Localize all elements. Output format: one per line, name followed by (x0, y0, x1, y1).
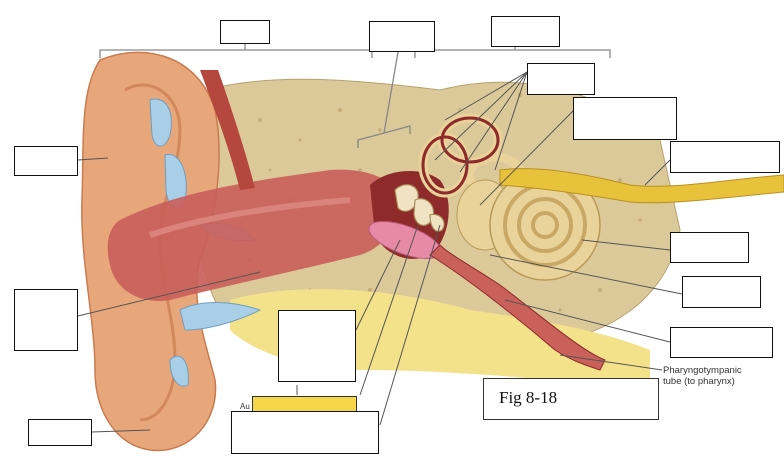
pharyngotympanic-label: Pharyngotympanic tube (to pharynx) (663, 365, 742, 387)
pharyngotympanic-label-line2: tube (to pharynx) (663, 376, 735, 387)
label-box-top-inner[interactable] (491, 16, 560, 47)
label-box-tube[interactable] (670, 327, 773, 358)
label-box-eardrum[interactable] (231, 411, 379, 454)
label-box-semicircular[interactable] (527, 63, 595, 95)
label-box-auricle[interactable] (14, 146, 78, 176)
label-box-top-middle[interactable] (369, 21, 435, 52)
label-box-vestibule[interactable] (573, 97, 677, 140)
label-box-round-window[interactable] (682, 276, 761, 308)
leader-lines (77, 71, 683, 433)
partial-label-au: Au (240, 402, 250, 411)
figure-label: Fig 8-18 (483, 378, 659, 420)
label-box-canal[interactable] (14, 289, 78, 351)
label-box-lobe[interactable] (28, 419, 92, 446)
cochlea (489, 169, 601, 281)
ossicles (394, 184, 445, 232)
label-box-cochlea[interactable] (670, 232, 749, 263)
cartilage (149, 98, 262, 387)
vestibulocochlear-nerve (499, 168, 784, 204)
pharyngotympanic-tube (429, 244, 606, 371)
label-box-ossicles[interactable] (278, 310, 356, 382)
label-box-nerve[interactable] (670, 141, 780, 173)
pharyngotympanic-label-line1: Pharyngotympanic (663, 365, 742, 376)
semicircular-canals-inner (421, 116, 500, 195)
region-brackets (99, 44, 611, 148)
label-box-top-outer[interactable] (220, 20, 270, 44)
canal-highlight (149, 197, 351, 238)
muscle-strand (200, 70, 255, 190)
